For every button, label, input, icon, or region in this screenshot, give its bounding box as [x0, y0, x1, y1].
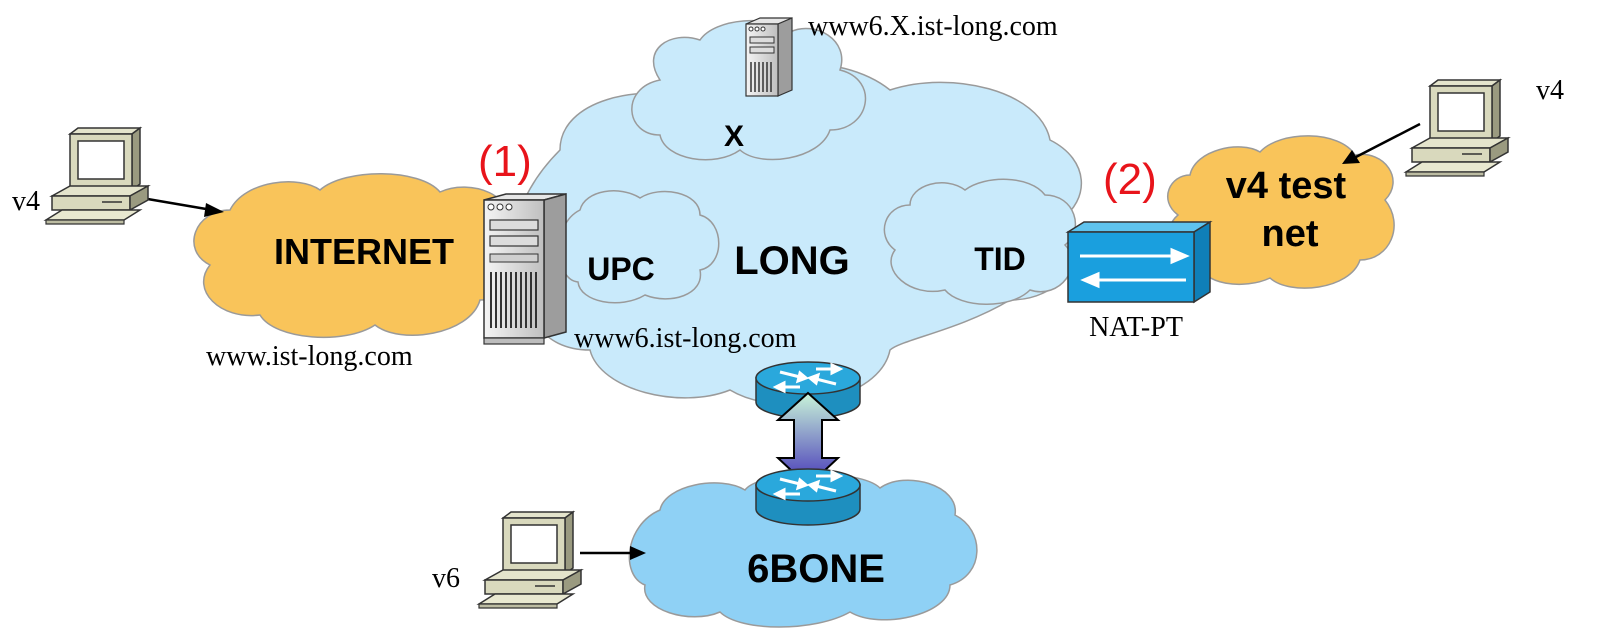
v4-test-net-label-line2: net — [1262, 213, 1319, 255]
x-server-url: www6.X.ist-long.com — [808, 11, 1058, 42]
computer-icon — [478, 511, 582, 609]
tid-cloud-label: TID — [974, 241, 1026, 277]
server-icon — [483, 193, 567, 345]
annotation-two: (2) — [1103, 155, 1157, 204]
connector-right-v4 — [1342, 122, 1421, 164]
right-v4-host-label: v4 — [1536, 75, 1564, 106]
upc-cloud-label: UPC — [587, 251, 655, 287]
tid-cloud — [883, 178, 1076, 305]
v4-test-net-label-line1: v4 test — [1226, 165, 1347, 207]
v4-server-url: www.ist-long.com — [206, 341, 413, 372]
x-cloud-label: X — [724, 120, 744, 153]
v6-host-label: v6 — [432, 563, 460, 594]
nat-pt-label: NAT-PT — [1089, 312, 1183, 343]
connector-bottom-v6 — [580, 546, 646, 560]
computer-icon — [45, 127, 149, 225]
upc-cloud — [558, 190, 720, 304]
internet-cloud-label: INTERNET — [274, 231, 454, 272]
nat-pt-switch-icon — [1065, 220, 1213, 304]
internet-cloud — [193, 173, 526, 339]
left-v4-host-label: v4 — [12, 186, 40, 217]
annotation-one: (1) — [478, 137, 532, 186]
router-icon — [754, 467, 862, 527]
long-cloud-label: LONG — [734, 239, 850, 283]
server-icon — [745, 17, 793, 97]
computer-icon — [1405, 79, 1509, 177]
sixbone-cloud-label: 6BONE — [747, 547, 885, 591]
main-server-url: www6.ist-long.com — [574, 323, 797, 354]
